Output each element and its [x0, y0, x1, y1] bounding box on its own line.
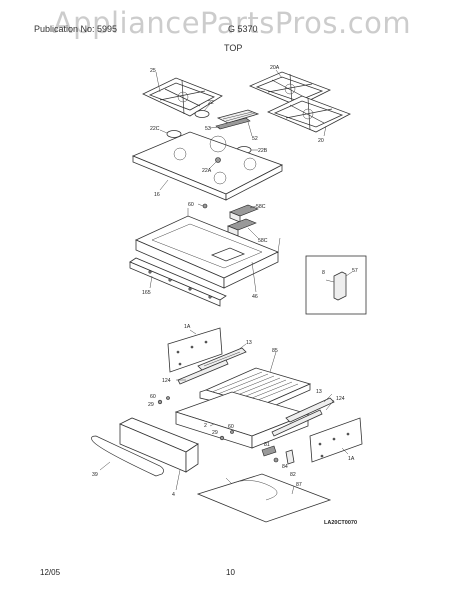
callout-1a-right: 1A	[348, 456, 355, 462]
grate-right-a[interactable]	[248, 71, 331, 107]
grate-right[interactable]	[267, 95, 351, 133]
callout-165: 165	[142, 290, 151, 296]
callout-22b: 22B	[258, 148, 268, 154]
callout-39: 39	[92, 472, 98, 478]
side-panel-1a-right[interactable]	[309, 417, 363, 463]
inset-box	[305, 255, 367, 315]
callout-22c: 22C	[150, 126, 160, 132]
handle-39[interactable]	[91, 435, 164, 477]
parts-81-84-82[interactable]	[261, 445, 295, 465]
callout-84: 84	[282, 464, 288, 470]
header-publication: Publication No: 5995	[34, 24, 118, 34]
slide-13-left[interactable]	[197, 347, 247, 371]
screws-29-60[interactable]	[157, 396, 234, 441]
footer-date: 12/05	[40, 568, 61, 577]
cabinet-body-46[interactable]	[135, 208, 281, 289]
watermark: AppliancePartsPros.com	[52, 6, 412, 40]
callout-13-top: 13	[246, 340, 252, 346]
cooktop-16[interactable]	[131, 131, 283, 201]
slide-124-left[interactable]	[177, 359, 229, 385]
burner-cap-22[interactable]	[194, 110, 210, 118]
callout-20: 20	[318, 138, 324, 144]
callout-25: 25	[150, 68, 156, 74]
grate-left[interactable]	[142, 77, 223, 117]
diagram-code: LA20CT0070	[324, 520, 357, 526]
leader-lines	[99, 69, 349, 495]
callout-29-a: 29	[148, 402, 154, 408]
callout-58c-1: 58C	[256, 204, 266, 210]
slide-13-right[interactable]	[285, 397, 335, 423]
front-rail-165[interactable]	[129, 257, 227, 307]
callout-13-right: 13	[316, 389, 322, 395]
callout-58c-2: 58C	[258, 238, 268, 244]
callout-22a: 22A	[202, 168, 212, 174]
bottom-panel-87[interactable]	[196, 473, 332, 523]
callout-60: 60	[188, 202, 194, 208]
callout-labels: 25 20A 20 22 53 52 22C 22B 22A 16 60 58C…	[92, 65, 358, 498]
callout-20a: 20A	[270, 65, 280, 71]
vent-trim[interactable]	[215, 109, 260, 130]
callout-81: 81	[264, 442, 270, 448]
callout-57: 57	[352, 268, 358, 274]
callout-4: 4	[172, 492, 175, 498]
callout-124-right: 124	[336, 396, 345, 402]
callout-22: 22	[208, 100, 214, 106]
burner-box-58c[interactable]	[227, 204, 259, 237]
callout-8: 8	[322, 270, 325, 276]
callout-124-left: 124	[162, 378, 171, 384]
burner-cap-22c[interactable]	[166, 130, 182, 138]
callout-60-b: 60	[150, 394, 156, 400]
callout-60-c: 60	[228, 424, 234, 430]
callout-85: 85	[272, 348, 278, 354]
section-title: TOP	[224, 43, 243, 53]
screw-60[interactable]	[202, 203, 208, 209]
callout-1a-left: 1A	[184, 324, 191, 330]
footer-page-number: 10	[226, 568, 235, 577]
callout-82: 82	[290, 472, 296, 478]
callout-16: 16	[154, 192, 160, 198]
callout-29-b: 29	[212, 430, 218, 436]
callout-53: 53	[205, 126, 211, 132]
callout-87: 87	[296, 482, 302, 488]
callout-46: 46	[252, 294, 258, 300]
slide-124-right[interactable]	[271, 409, 323, 437]
callout-2: 2	[204, 423, 207, 429]
callout-52: 52	[252, 136, 258, 142]
side-panel-1a-left[interactable]	[167, 327, 223, 373]
drawer-front-4[interactable]	[119, 417, 199, 473]
header-model: G 5370	[228, 24, 258, 34]
